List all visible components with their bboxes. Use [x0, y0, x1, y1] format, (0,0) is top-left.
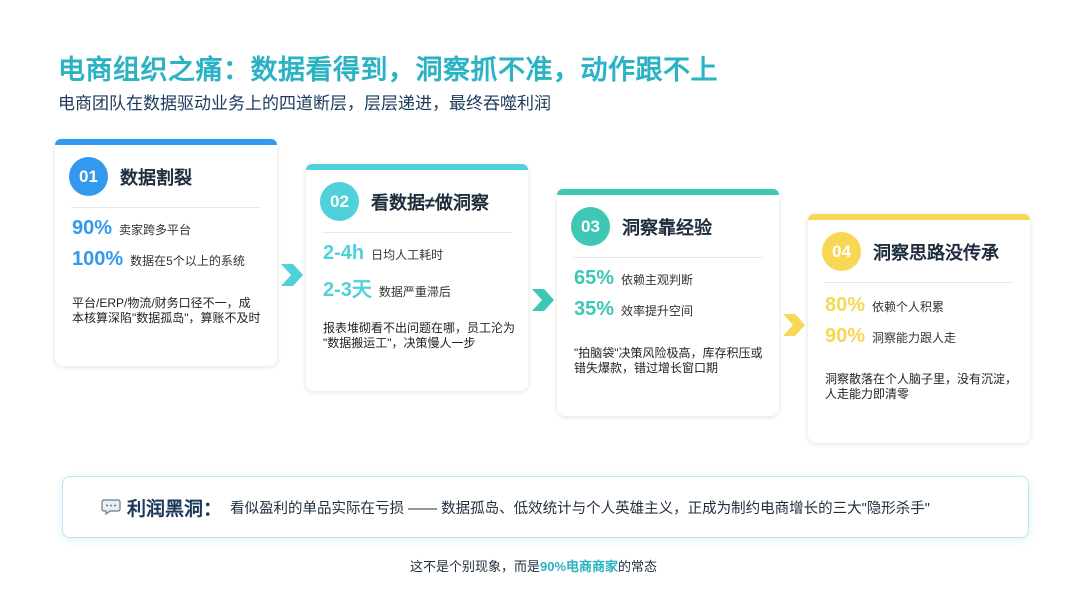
card-accent-bar: [808, 214, 1030, 220]
stat-value: 35%: [574, 298, 615, 320]
card-divider: [573, 257, 763, 258]
description-line: 本核算深陷"数据孤岛"，算账不及时: [72, 311, 261, 325]
stat-label: 洞察能力跟人走: [872, 331, 957, 345]
page-title: 电商组织之痛：数据看得到，洞察抓不准，动作跟不上: [58, 55, 718, 85]
step-number-badge: 03: [571, 207, 610, 246]
card-description: 报表堆砌看不出问题在哪，员工沦为 "数据搬运工"，决策慢人一步: [323, 321, 516, 351]
stat-label: 数据在5个以上的系统: [130, 254, 245, 268]
footer-prefix: 这不是个别现象，而是: [409, 559, 540, 574]
step-number-badge: 02: [320, 182, 359, 221]
chevron-right-icon: [783, 314, 805, 336]
card-accent-bar: [557, 189, 779, 195]
description-line: "数据搬运工"，决策慢人一步: [323, 336, 476, 350]
card-insight-not-inherited: 04 洞察思路没传承 80% 依赖个人积累 90% 洞察能力跟人走 洞察散落在个…: [808, 214, 1030, 443]
footer-suffix: 的常态: [618, 559, 658, 574]
description-line: "拍脑袋"决策风险极高，库存积压或: [574, 346, 763, 360]
stat-value: 90%: [825, 325, 866, 347]
step-number-badge: 04: [822, 232, 861, 271]
stat-value: 65%: [574, 267, 615, 289]
footer-highlight: 90%电商商家: [539, 559, 619, 574]
footer-note: 这不是个别现象，而是90%电商商家的常态: [0, 556, 1067, 575]
card-stat: 90% 卖家跨多平台: [72, 217, 191, 240]
card-title: 看数据≠做洞察: [371, 192, 489, 213]
card-title: 数据割裂: [120, 167, 192, 188]
description-line: 平台/ERP/物流/财务口径不一，成: [72, 296, 251, 310]
stat-value: 2-4h: [323, 242, 365, 264]
card-stat: 2-3天 数据严重滞后: [323, 273, 451, 302]
callout-title: 利润黑洞：: [127, 498, 223, 520]
stat-value: 100%: [72, 248, 124, 270]
card-divider: [322, 232, 512, 233]
card-stat: 2-4h 日均人工耗时: [323, 242, 443, 265]
card-title: 洞察思路没传承: [873, 242, 999, 263]
card-stat: 90% 洞察能力跟人走: [825, 325, 956, 348]
description-line: 人走能力即清零: [825, 387, 910, 401]
speech-bubble-icon: [101, 499, 121, 515]
description-line: 洞察散落在个人脑子里，没有沉淀，: [825, 372, 1018, 386]
stat-label: 依赖主观判断: [621, 273, 694, 287]
chevron-right-icon: [532, 289, 554, 311]
card-stat: 100% 数据在5个以上的系统: [72, 248, 245, 271]
card-accent-bar: [55, 139, 277, 145]
card-description: 平台/ERP/物流/财务口径不一，成 本核算深陷"数据孤岛"，算账不及时: [72, 296, 265, 326]
description-line: 错失爆款，错过增长窗口期: [574, 361, 719, 375]
card-stat: 35% 效率提升空间: [574, 298, 693, 321]
stat-label: 日均人工耗时: [371, 248, 444, 262]
card-insight-by-experience: 03 洞察靠经验 65% 依赖主观判断 35% 效率提升空间 "拍脑袋"决策风险…: [557, 189, 779, 416]
card-stat: 80% 依赖个人积累: [825, 294, 944, 317]
stat-value: 2-3天: [323, 279, 372, 301]
stat-value: 80%: [825, 294, 866, 316]
profit-black-hole-callout: 利润黑洞： 看似盈利的单品实际在亏损 —— 数据孤岛、低效统计与个人英雄主义，正…: [62, 476, 1029, 538]
stat-value: 90%: [72, 217, 113, 239]
card-data-not-insight: 02 看数据≠做洞察 2-4h 日均人工耗时 2-3天 数据严重滞后 报表堆砌看…: [306, 164, 528, 391]
card-description: 洞察散落在个人脑子里，没有沉淀， 人走能力即清零: [825, 372, 1018, 402]
stat-label: 依赖个人积累: [872, 300, 945, 314]
stat-label: 效率提升空间: [621, 304, 694, 318]
chevron-right-icon: [281, 264, 303, 286]
card-divider: [824, 282, 1014, 283]
page-subtitle: 电商团队在数据驱动业务上的四道断层，层层递进，最终吞噬利润: [58, 94, 551, 113]
callout-text: 看似盈利的单品实际在亏损 —— 数据孤岛、低效统计与个人英雄主义，正成为制约电商…: [230, 500, 930, 517]
card-description: "拍脑袋"决策风险极高，库存积压或 错失爆款，错过增长窗口期: [574, 346, 767, 376]
step-number-badge: 01: [69, 157, 108, 196]
card-stat: 65% 依赖主观判断: [574, 267, 693, 290]
description-line: 报表堆砌看不出问题在哪，员工沦为: [323, 321, 516, 335]
card-data-fragmentation: 01 数据割裂 90% 卖家跨多平台 100% 数据在5个以上的系统 平台/ER…: [55, 139, 277, 366]
stat-label: 数据严重滞后: [378, 285, 451, 299]
card-divider: [71, 207, 261, 208]
card-title: 洞察靠经验: [622, 217, 712, 238]
card-accent-bar: [306, 164, 528, 170]
stat-label: 卖家跨多平台: [119, 223, 192, 237]
